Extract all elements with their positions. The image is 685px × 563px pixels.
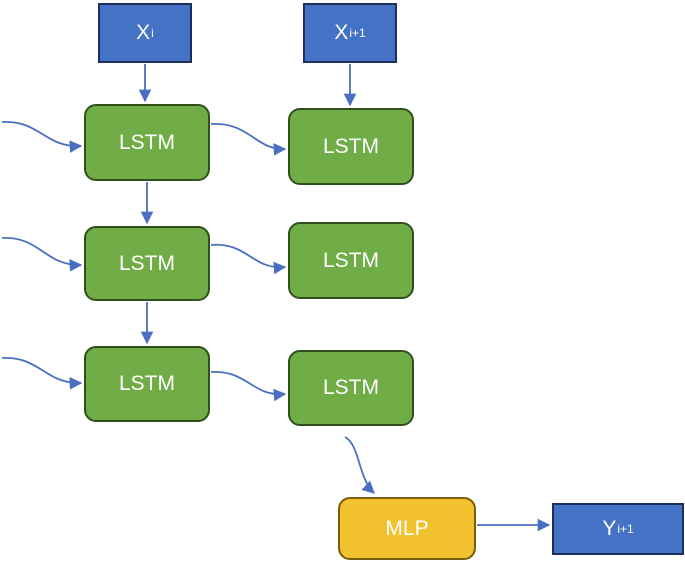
- lstm-layer3-step1: LSTM: [84, 346, 210, 422]
- lstm-label: LSTM: [118, 130, 175, 154]
- output-y-base: Y: [602, 517, 617, 540]
- arrow-incoming-l2: [1, 237, 83, 272]
- lstm-layer3-step2: LSTM: [288, 350, 414, 426]
- lstm-label: LSTM: [322, 248, 379, 272]
- arrow-incoming-l1: [1, 121, 83, 153]
- arrow-l1-t1-to-t2: [210, 123, 287, 156]
- lstm-label: LSTM: [118, 251, 175, 275]
- input-x-i-base: X: [136, 21, 151, 44]
- mlp-block: MLP: [338, 497, 476, 560]
- output-y-sub: i+1: [617, 522, 634, 536]
- arrow-l3t2-to-mlp: [344, 436, 375, 494]
- arrow-incoming-l3: [1, 357, 83, 390]
- lstm-layer1-step1: LSTM: [84, 104, 210, 181]
- lstm-label: LSTM: [322, 376, 379, 399]
- lstm-layer2-step1: LSTM: [84, 226, 210, 301]
- input-x-i1-base: X: [334, 21, 349, 44]
- lstm-label: LSTM: [322, 134, 379, 158]
- mlp-label: MLP: [385, 516, 429, 540]
- lstm-layer2-step2: LSTM: [288, 222, 414, 299]
- arrow-l3-t1-to-t2: [210, 371, 287, 402]
- input-x-i-sub: i: [151, 26, 154, 40]
- lstm-label: LSTM: [118, 372, 175, 395]
- lstm-layer1-step2: LSTM: [288, 108, 414, 185]
- arrow-l2-t1-to-t2: [210, 244, 287, 275]
- input-x-i1-sub: i+1: [349, 26, 366, 40]
